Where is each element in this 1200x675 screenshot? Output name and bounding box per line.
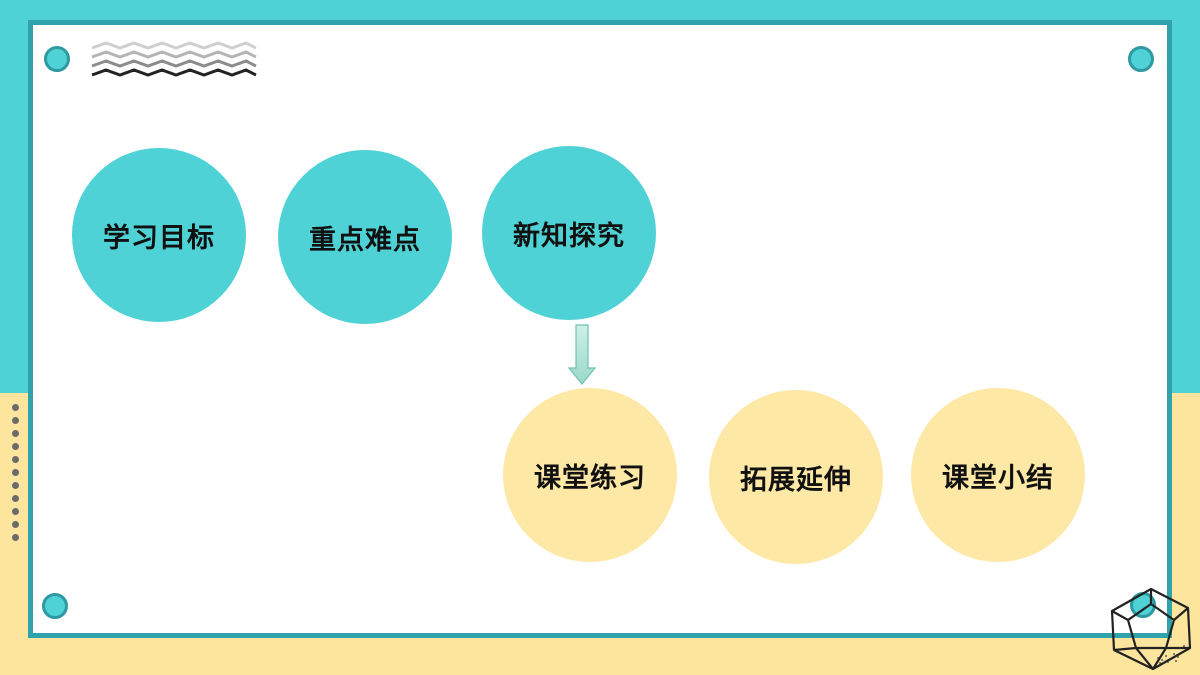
corner-dot-top-left <box>44 46 70 72</box>
nav-circle-summary[interactable]: 课堂小结 <box>911 388 1085 562</box>
nav-circle-label: 拓展延伸 <box>740 464 852 496</box>
nav-circle-key-difficulties[interactable]: 重点难点 <box>278 150 452 324</box>
corner-dot-top-right <box>1128 46 1154 72</box>
nav-circle-class-practice[interactable]: 课堂练习 <box>503 388 677 562</box>
nav-circle-label: 新知探究 <box>513 220 625 252</box>
down-arrow-icon <box>568 324 596 385</box>
nav-circle-new-knowledge[interactable]: 新知探究 <box>482 146 656 320</box>
corner-dot-bottom-left <box>42 593 68 619</box>
nav-circle-label: 课堂练习 <box>534 462 646 494</box>
nav-circle-extension[interactable]: 拓展延伸 <box>709 390 883 564</box>
nav-circle-label: 课堂小结 <box>942 462 1054 494</box>
nav-circle-label: 重点难点 <box>309 224 421 256</box>
nav-circle-label: 学习目标 <box>103 222 215 254</box>
polyhedron-icon <box>1110 587 1192 671</box>
zigzag-lines-icon <box>91 41 257 77</box>
side-dots-decoration <box>8 404 22 554</box>
nav-circle-learning-objectives[interactable]: 学习目标 <box>72 148 246 322</box>
